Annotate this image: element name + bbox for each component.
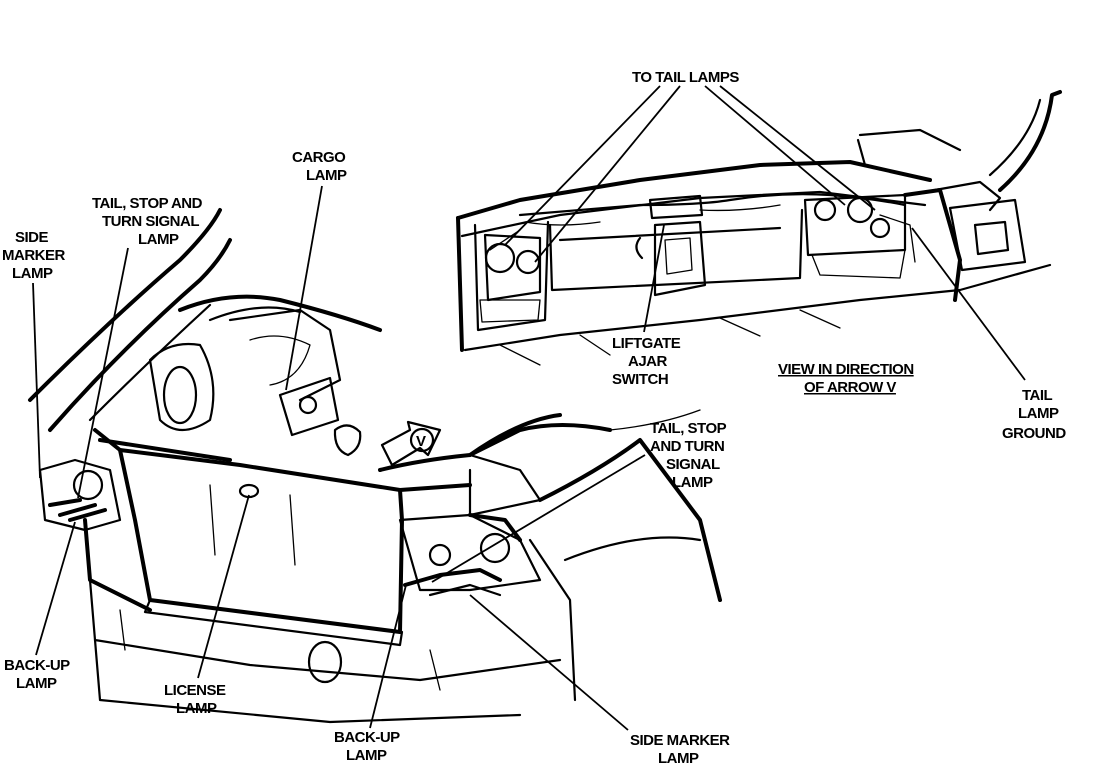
label-side-marker-left: SIDE MARKER LAMP [2,229,66,282]
svg-text:SIDE MARKER: SIDE MARKER [630,732,730,749]
svg-text:VIEW IN DIRECTION: VIEW IN DIRECTION [778,361,914,378]
svg-text:TAIL: TAIL [1022,387,1053,404]
svg-text:MARKER: MARKER [2,247,65,264]
label-license-lamp: LICENSE LAMP [164,682,227,717]
svg-text:LAMP: LAMP [672,474,713,491]
svg-text:BACK-UP: BACK-UP [4,657,70,674]
label-tail-stop-turn-left: TAIL, STOP AND TURN SIGNAL LAMP [92,195,203,248]
label-tail-lamp-ground: TAIL LAMP GROUND [1002,387,1067,442]
label-backup-lamp-right: BACK-UP LAMP [334,729,401,764]
svg-text:LAMP: LAMP [12,265,53,282]
svg-text:TAIL, STOP AND: TAIL, STOP AND [92,195,203,212]
svg-text:LAMP: LAMP [176,700,217,717]
svg-text:SIGNAL: SIGNAL [666,456,720,473]
svg-text:TURN SIGNAL: TURN SIGNAL [102,213,199,230]
svg-text:CARGO: CARGO [292,149,346,166]
svg-text:LICENSE: LICENSE [164,682,226,699]
label-to-tail-lamps: TO TAIL LAMPS [632,69,739,86]
label-cargo-lamp: CARGO LAMP [292,149,347,184]
svg-text:LAMP: LAMP [1018,405,1059,422]
svg-text:LAMP: LAMP [138,231,179,248]
svg-text:LAMP: LAMP [306,167,347,184]
label-liftgate-ajar-switch: LIFTGATE AJAR SWITCH [612,335,681,388]
label-tail-stop-turn-right: TAIL, STOP AND TURN SIGNAL LAMP [650,420,727,491]
svg-text:LAMP: LAMP [346,747,387,764]
svg-text:LAMP: LAMP [658,750,699,767]
svg-text:SIDE: SIDE [15,229,49,246]
svg-text:LIFTGATE: LIFTGATE [612,335,681,352]
svg-text:AJAR: AJAR [628,353,668,370]
svg-text:GROUND: GROUND [1002,425,1066,442]
labels: TO TAIL LAMPS CARGO LAMP TAIL, STOP AND … [2,69,1067,767]
label-backup-lamp-left: BACK-UP LAMP [4,657,71,692]
svg-text:BACK-UP: BACK-UP [334,729,400,746]
arrow-v-label: V [416,433,426,450]
label-view-in-direction: VIEW IN DIRECTION OF ARROW V [778,361,914,396]
svg-text:SWITCH: SWITCH [612,371,668,388]
svg-text:AND TURN: AND TURN [650,438,724,455]
vehicle-rear-drawing: V [28,208,722,724]
leader-lines [32,85,1026,731]
svg-text:LAMP: LAMP [16,675,57,692]
svg-text:OF ARROW V: OF ARROW V [804,379,896,396]
svg-text:TAIL, STOP: TAIL, STOP [650,420,727,437]
label-side-marker-right: SIDE MARKER LAMP [630,732,731,767]
